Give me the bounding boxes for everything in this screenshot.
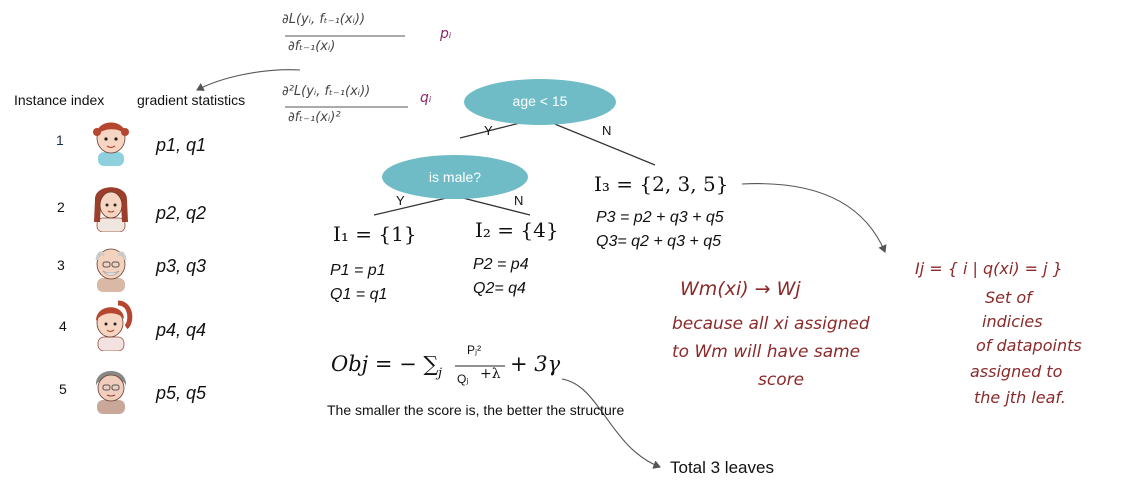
node-child-shape [382, 155, 528, 199]
avatar-girl-icon [93, 122, 129, 166]
note-set-line3: of datapoints [976, 336, 1082, 355]
note-set-line4: assigned to [970, 362, 1063, 381]
gradient-denominator: ∂fₜ₋₁(xᵢ) [288, 39, 336, 54]
node-root-shape [464, 79, 616, 125]
instance-index-2: 2 [57, 199, 65, 215]
objective-plus-lambda: +λ [480, 366, 501, 382]
leaf1-q-sum: Q1 = q1 [330, 286, 388, 303]
gradient-stats-3: p3, q3 [156, 256, 207, 276]
edge-label-child-no: N [514, 193, 524, 208]
hessian-denominator: ∂fₜ₋₁(xᵢ)² [288, 110, 341, 125]
leaf3-p-sum: P3 = p2 + q3 + q5 [596, 209, 724, 226]
leaf1-p-sum: P1 = p1 [330, 262, 386, 279]
gradient-stats-5: p5, q5 [156, 383, 207, 403]
objective-sum-subscript: j [438, 366, 443, 381]
note-because-line1: because all xi assigned [672, 314, 870, 334]
edge-root-no [539, 117, 656, 166]
instance-index-5: 5 [59, 381, 67, 397]
note-because-line2: to Wm will have same [672, 342, 861, 362]
arrow-note-to-stats [196, 69, 301, 91]
instance-index-3: 3 [57, 257, 65, 273]
header-instance-index: Instance index [14, 92, 105, 108]
avatar-woman-ponytail-icon [96, 300, 133, 351]
gradient-symbol: pᵢ [440, 26, 452, 42]
instance-index-4: 4 [59, 318, 67, 334]
gradient-stats-4: p4, q4 [156, 320, 207, 340]
leaf3-instance-set: I₃ = {2, 3, 5} [594, 172, 729, 196]
node-root-age: age < 15 [512, 93, 568, 109]
hessian-symbol: qᵢ [420, 90, 432, 106]
arrow-gamma-to-total [561, 378, 662, 469]
objective-numerator: Pⱼ² [467, 343, 482, 357]
note-set-line5: the jth leaf. [974, 388, 1066, 407]
arrow-i3-to-note [741, 183, 887, 254]
total-leaves-label: Total 3 leaves [670, 458, 774, 477]
leaf1-instance-set: I₁ = {1} [333, 222, 417, 246]
objective-tail-gamma: + 3γ [510, 352, 561, 376]
note-ij-definition: Ij = { i | q(xi) = j } [915, 259, 1063, 278]
header-gradient-statistics: gradient statistics [137, 92, 246, 108]
gradient-stats-1: p1, q1 [156, 135, 207, 155]
edge-label-child-yes: Y [396, 193, 405, 208]
leaf3-q-sum: Q3= q2 + q3 + q5 [596, 233, 721, 250]
gradient-numerator: ∂L(yᵢ, fₜ₋₁(xᵢ)) [282, 12, 366, 27]
avatar-woman-braids-icon [94, 187, 128, 232]
leaf2-q-sum: Q2= q4 [473, 280, 526, 297]
edge-child-yes [373, 195, 456, 216]
leaf2-p-sum: P2 = p4 [473, 256, 529, 273]
edge-child-no [454, 195, 531, 216]
instance-index-1: 1 [56, 132, 64, 148]
node-child-is-male: is male? [428, 169, 482, 185]
avatar-old-man-icon [95, 248, 127, 292]
note-set-line1: Set of [985, 288, 1032, 307]
objective-caption: The smaller the score is, the better the… [327, 402, 625, 418]
objective-denominator: Qⱼ [457, 372, 469, 386]
edge-label-root-yes: Y [484, 123, 493, 138]
hessian-numerator: ∂²L(yᵢ, fₜ₋₁(xᵢ)) [282, 84, 371, 99]
gradient-stats-2: p2, q2 [156, 203, 207, 223]
note-set-line2: indicies [982, 312, 1043, 331]
avatar-old-woman-icon [95, 371, 127, 414]
note-because-line3: score [758, 370, 805, 390]
leaf2-instance-set: I₂ = {4} [475, 218, 559, 242]
note-weight-mapping: Wm(xi) → Wj [680, 278, 801, 300]
objective-lhs: Obj = − ∑ [331, 352, 439, 376]
edge-label-root-no: N [602, 123, 612, 138]
